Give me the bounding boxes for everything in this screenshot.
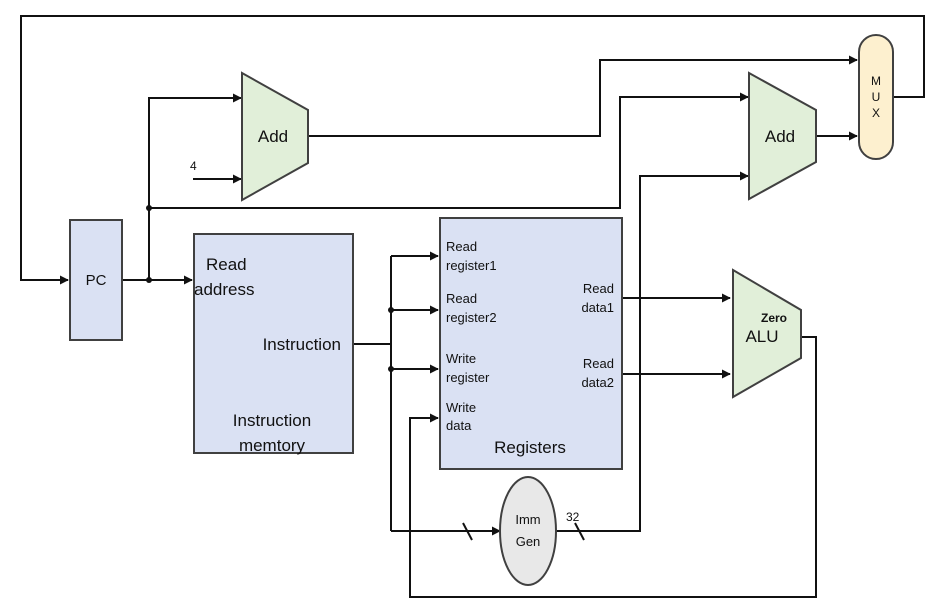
alu-label: ALU — [745, 327, 778, 346]
junction-dot — [146, 277, 152, 283]
wire-imm-to-add-branch — [556, 171, 749, 532]
instruction-memory-block: Read address Instruction Instruction mem… — [193, 233, 354, 455]
junction-dot — [388, 366, 394, 372]
wire-mux-to-pc — [20, 15, 925, 285]
add-pc-block: Add 4 — [190, 71, 309, 202]
mux-block: M U X — [858, 34, 894, 160]
read-data2-label: data2 — [581, 375, 614, 390]
read-data1-label: data1 — [581, 300, 614, 315]
instruction-memory-title: Instruction — [233, 411, 311, 430]
instruction-port-label: Instruction — [263, 335, 341, 354]
imm-gen-label: Gen — [516, 534, 541, 549]
wire-pc-to-add-pc — [148, 93, 242, 280]
add-pc-label: Add — [258, 127, 288, 146]
read-register2-label: Read — [446, 291, 477, 306]
write-register-label: register — [446, 370, 490, 385]
alu-block: Zero ALU — [732, 268, 802, 399]
junction-dot — [146, 205, 152, 211]
mux-letter: M — [871, 74, 881, 88]
junctions — [146, 205, 394, 372]
read-register1-label: Read — [446, 239, 477, 254]
mux-letter: U — [872, 90, 881, 104]
imm-gen-label: Imm — [515, 512, 540, 527]
bus-slash-imm-input — [462, 522, 473, 541]
write-data-label: data — [446, 418, 472, 433]
read-data2-label: Read — [583, 356, 614, 371]
registers-block: Read register1 Read register2 Write regi… — [439, 217, 623, 470]
registers-title: Registers — [494, 438, 566, 457]
imm-gen-block: Imm Gen 32 — [499, 476, 580, 586]
add-branch-label: Add — [765, 127, 795, 146]
wires — [20, 15, 925, 598]
junction-dot — [388, 307, 394, 313]
read-address-label: address — [194, 280, 254, 299]
bus-width-label: 32 — [566, 510, 580, 524]
write-data-label: Write — [446, 400, 476, 415]
write-register-label: Write — [446, 351, 476, 366]
const-4-label: 4 — [190, 159, 197, 173]
read-address-label: Read — [206, 255, 247, 274]
wire-alu-to-write-data — [409, 336, 817, 598]
instruction-memory-title: memtory — [239, 436, 306, 455]
read-data1-label: Read — [583, 281, 614, 296]
read-register2-label: register2 — [446, 310, 497, 325]
pc-block: PC — [69, 219, 123, 341]
mux-letter: X — [872, 106, 880, 120]
add-branch-block: Add — [748, 71, 817, 201]
pc-label: PC — [86, 272, 107, 289]
alu-zero-label: Zero — [761, 311, 787, 325]
wire-pc-to-add-branch — [149, 92, 749, 209]
read-register1-label: register1 — [446, 258, 497, 273]
wire-add-pc-to-mux — [308, 55, 858, 137]
